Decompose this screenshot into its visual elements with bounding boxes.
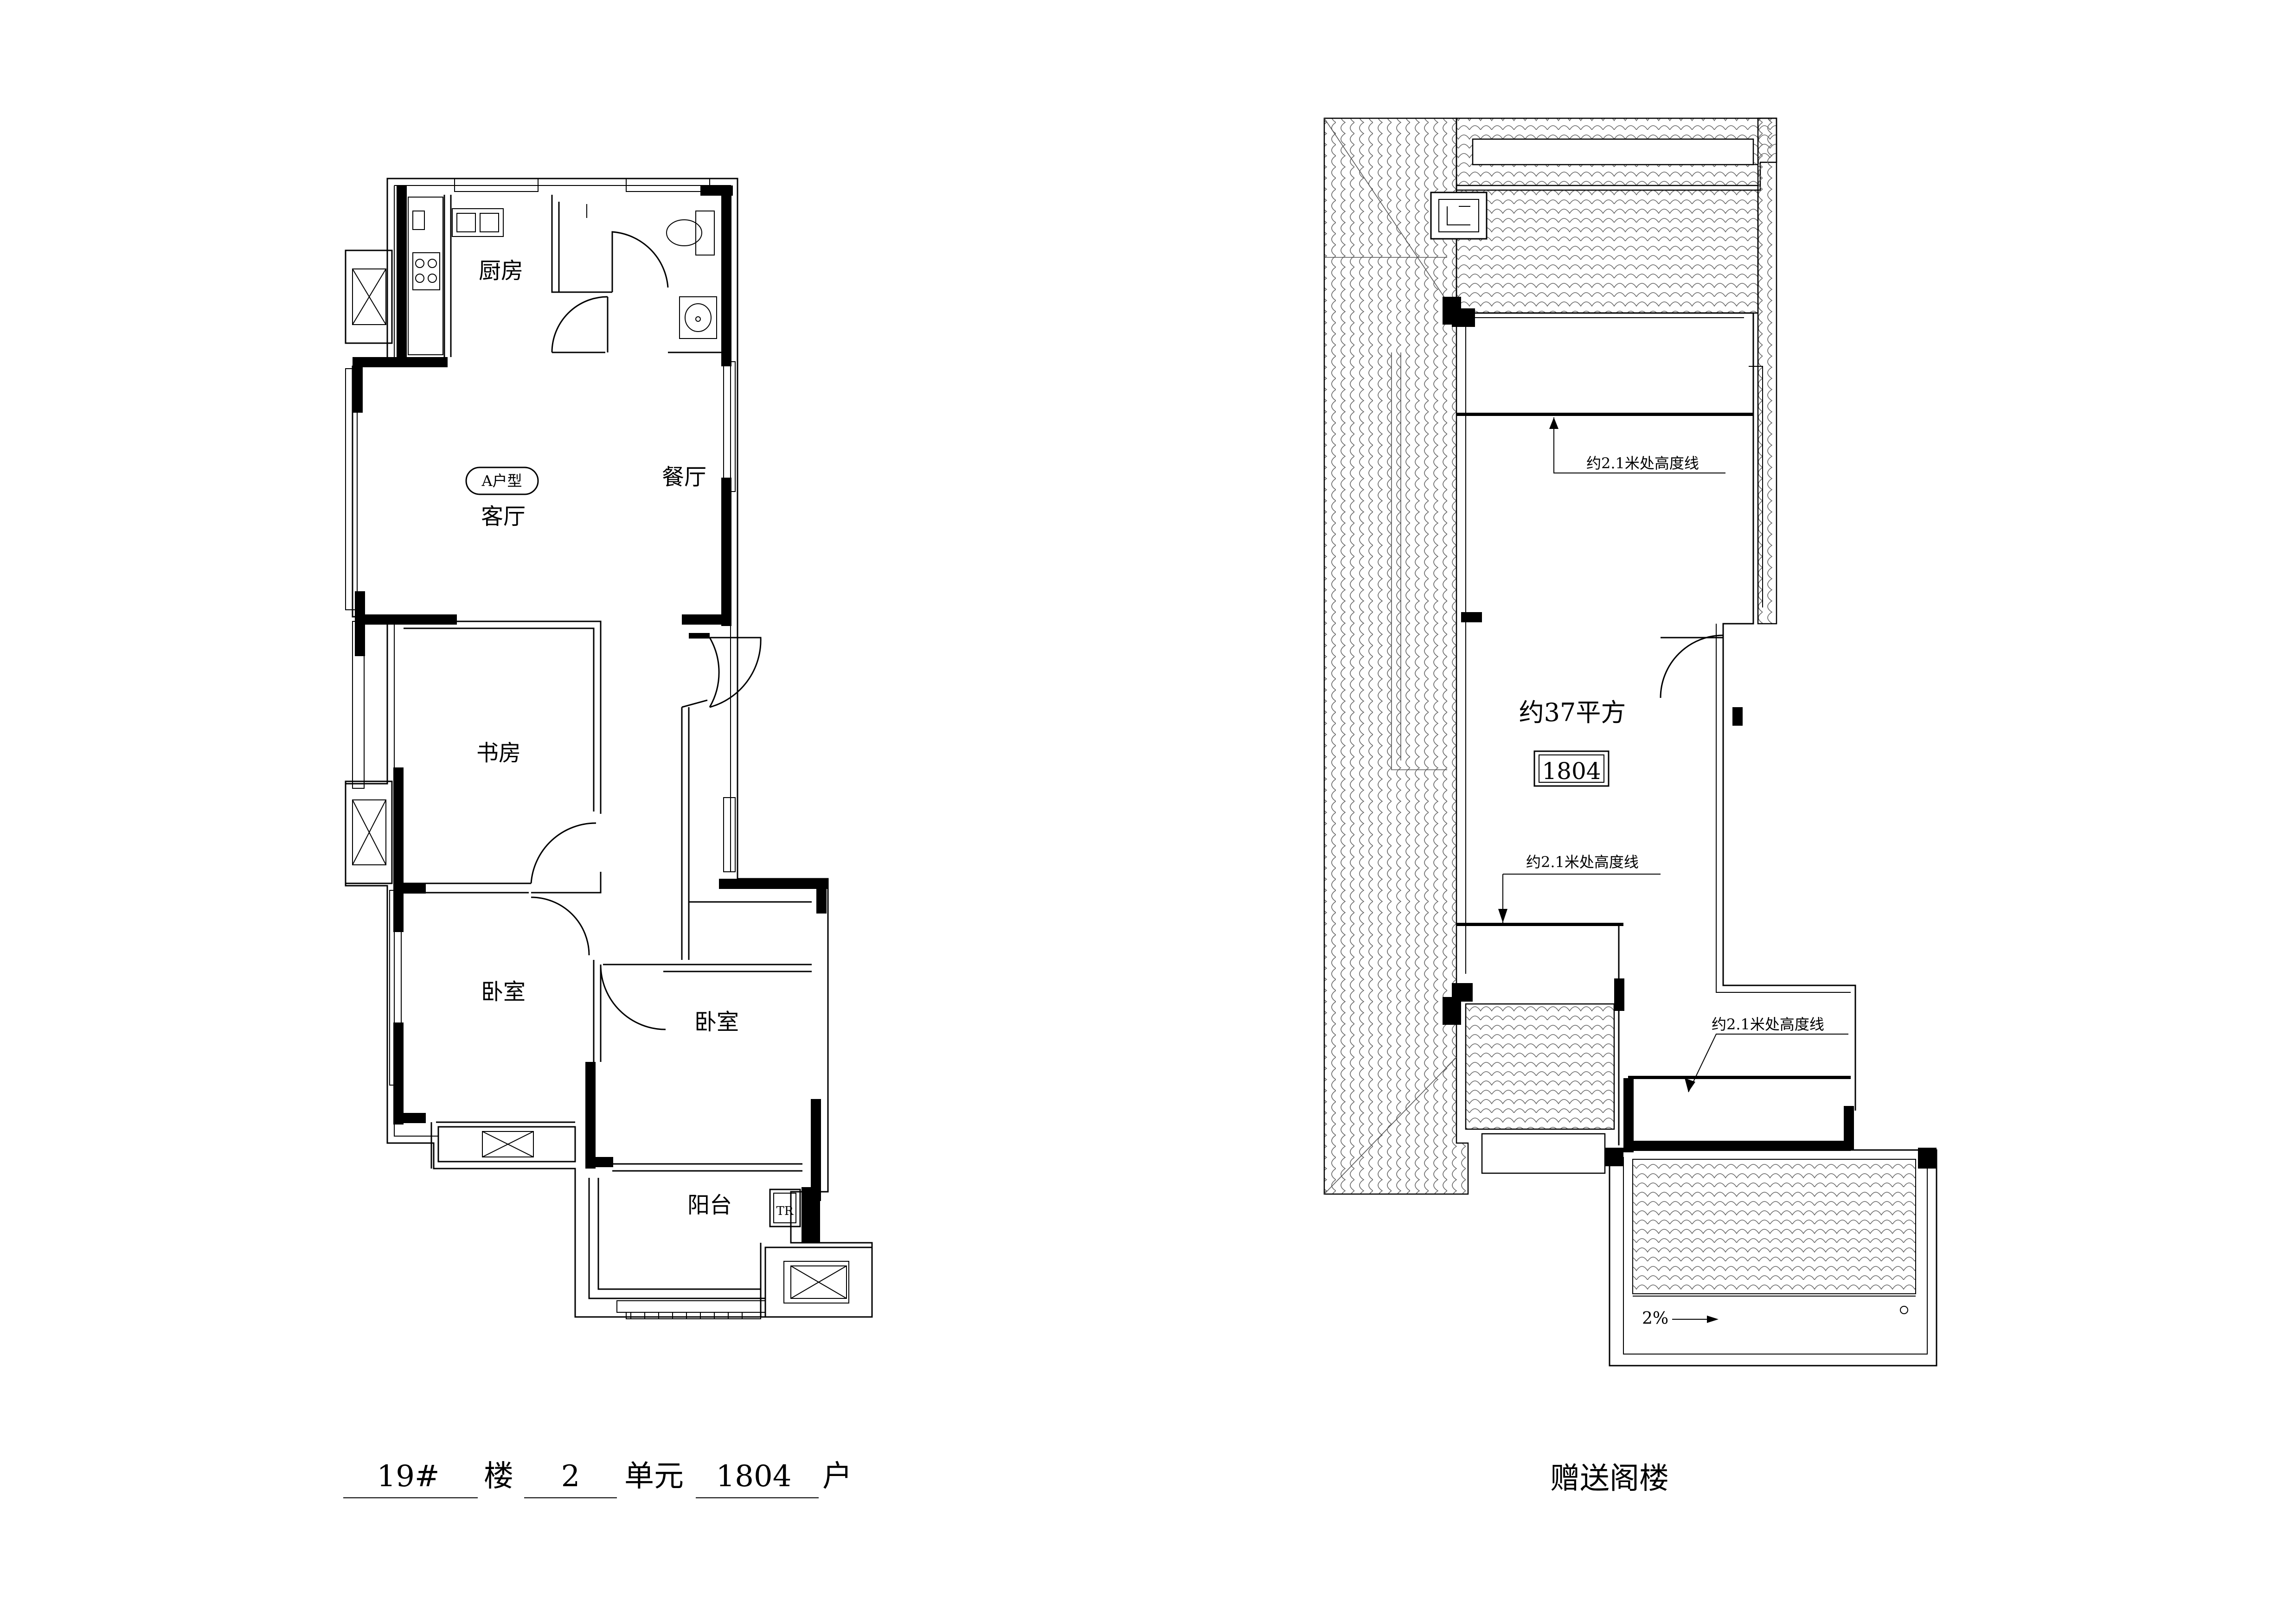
room-label-kitchen: 厨房 — [479, 258, 523, 284]
room-label-balcony: 阳台 — [687, 1192, 732, 1218]
room-label-study: 书房 — [476, 740, 521, 766]
structural-walls — [353, 185, 828, 1243]
ac-units — [345, 249, 873, 1318]
attic-unit-box-label: 1804 — [1542, 758, 1601, 785]
attic-area-label: 约37平方 — [1519, 698, 1626, 727]
kitchen-fixtures — [408, 197, 504, 355]
apartment-caption: 19# 楼 2 单元 1804 户 — [343, 1459, 852, 1498]
attic-floor-plan: 约2.1米处高度线 约37平方 1804 约2.1米处高度线 — [1323, 117, 1937, 1367]
terrace-tiles — [1632, 1159, 1916, 1294]
caption-unit-suffix: 单元 — [624, 1459, 684, 1494]
tr-label: TR — [776, 1204, 794, 1218]
roof-tiles-lower-left — [1465, 1003, 1615, 1130]
bathroom-fixtures — [586, 204, 717, 339]
caption-apartment-suffix: 户 — [822, 1459, 852, 1494]
caption-unit: 2 — [561, 1459, 580, 1494]
height-line-top: 约2.1米处高度线 — [1456, 413, 1753, 473]
height-line-label-2: 约2.1米处高度线 — [1526, 853, 1639, 871]
apartment-floor-plan: TR 厨房 餐厅 A户型 客厅 书房 卧室 卧室 阳台 — [345, 178, 873, 1319]
caption-building-suffix: 楼 — [484, 1459, 513, 1494]
attic-walls — [1443, 297, 1937, 1169]
doors — [530, 231, 762, 1030]
height-line-lower: 约2.1米处高度线 — [1628, 1016, 1851, 1093]
height-line-label-1: 约2.1米处高度线 — [1586, 454, 1699, 472]
chimney — [1430, 192, 1488, 240]
partitions — [404, 195, 812, 1317]
tr-fixture: TR — [769, 1188, 801, 1227]
slope-label: 2% — [1642, 1309, 1668, 1328]
height-line-middle: 约2.1米处高度线 — [1456, 853, 1661, 1145]
room-label-bedroom-right: 卧室 — [694, 1009, 739, 1035]
caption-building: 19# — [377, 1459, 439, 1494]
attic-room-outline — [1456, 312, 1856, 1111]
attic-door — [1660, 634, 1724, 700]
floor-vent — [626, 1312, 761, 1319]
room-label-bedroom-left: 卧室 — [481, 979, 526, 1005]
type-badge-label: A户型 — [481, 472, 522, 490]
roof-tiles-left — [1323, 117, 1469, 1195]
attic-unit-box: 1804 — [1533, 750, 1610, 787]
caption-apartment: 1804 — [716, 1459, 792, 1494]
roof-tiles-right — [1757, 117, 1777, 625]
height-line-label-3: 约2.1米处高度线 — [1712, 1016, 1824, 1033]
room-label-living: 客厅 — [481, 504, 526, 530]
outer-outline — [345, 178, 873, 1318]
room-label-dining: 餐厅 — [662, 464, 706, 490]
type-badge: A户型 — [465, 466, 539, 495]
terrace: 2% — [1609, 1149, 1937, 1367]
attic-caption: 赠送阁楼 — [1550, 1462, 1669, 1496]
roof-tiles-upper-band — [1456, 185, 1759, 314]
